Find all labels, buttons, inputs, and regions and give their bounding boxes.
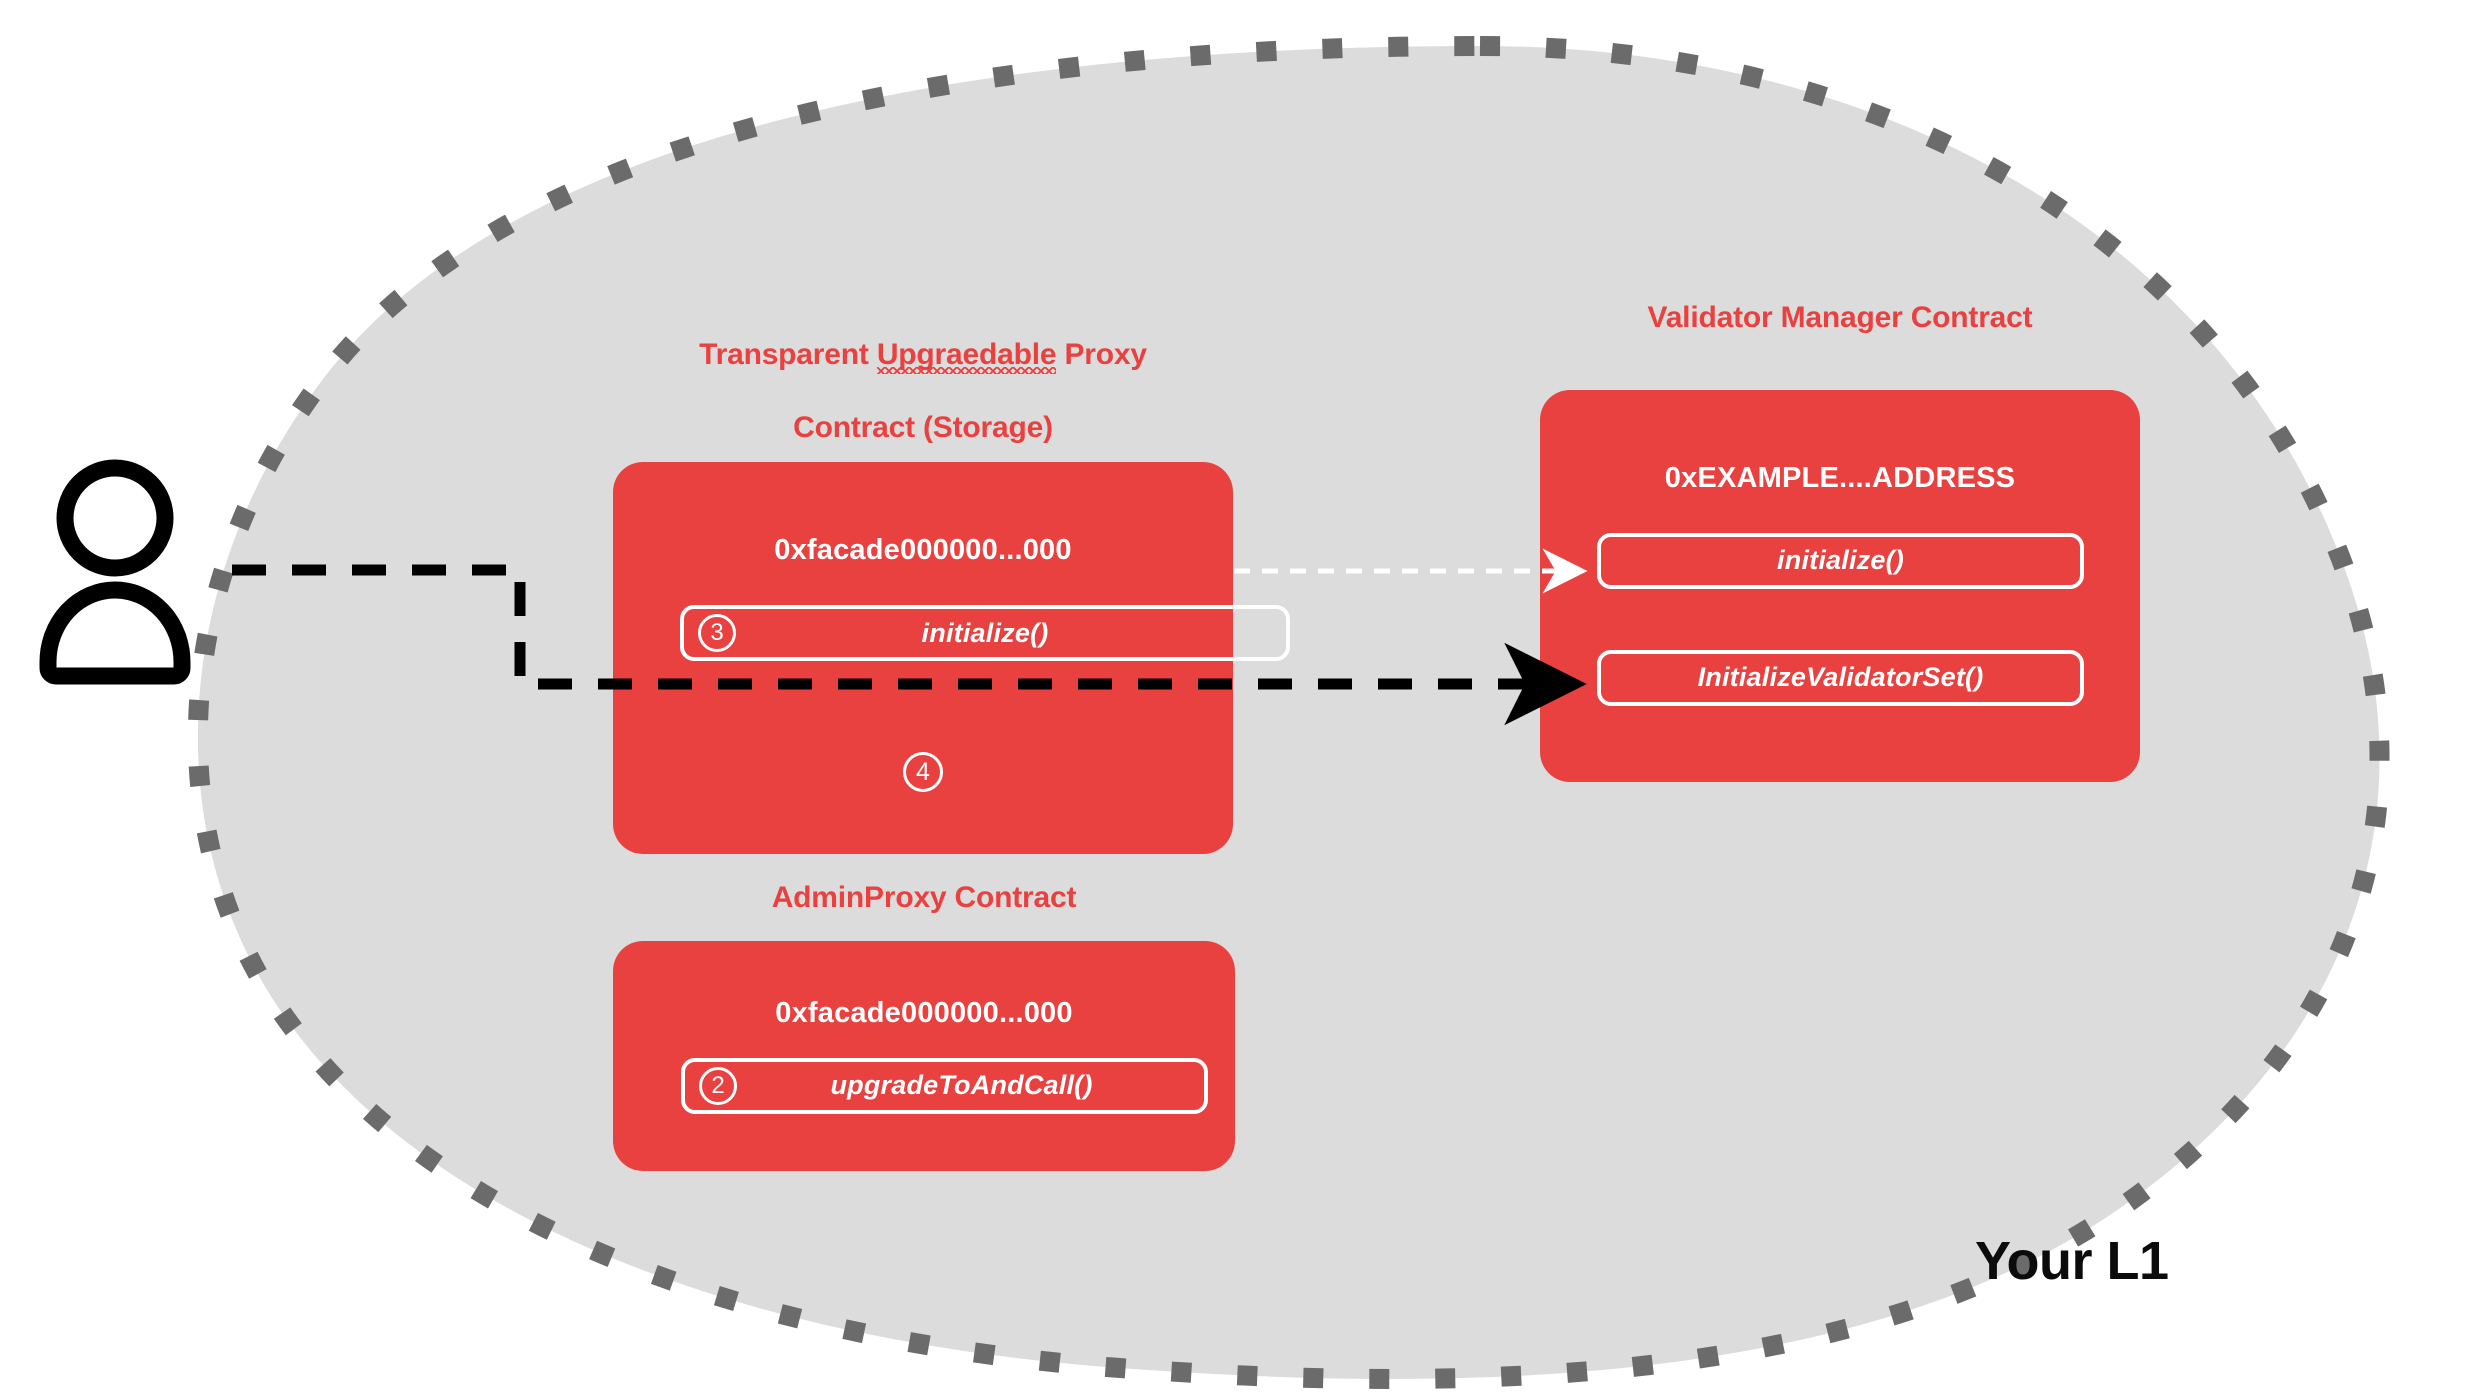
zone-label: Your L1 xyxy=(1975,1231,2169,1291)
function-row-initialize[interactable]: 3 initialize() xyxy=(680,605,1290,662)
contract-admin-proxy: AdminProxy Contract 0xfacade000000...000… xyxy=(613,880,1235,1171)
person-icon xyxy=(39,459,191,685)
contract-transparent-proxy: Transparent Upgraedable Proxy Contract (… xyxy=(613,300,1290,855)
function-label: InitializeValidatorSet() xyxy=(1697,662,1984,693)
function-label: initialize() xyxy=(921,617,1049,648)
card-validator-manager[interactable]: 0xEXAMPLE....ADDRESS initialize() Initia… xyxy=(1540,389,2140,782)
contract-address: 0xEXAMPLE....ADDRESS xyxy=(1664,461,2016,494)
function-row-initialize-validator-set[interactable]: InitializeValidatorSet() xyxy=(1597,649,2084,706)
step-badge-4: 4 xyxy=(903,752,943,793)
contract-title-admin-proxy: AdminProxy Contract xyxy=(771,881,1077,914)
function-label: upgradeToAndCall() xyxy=(830,1070,1093,1101)
step-badge-3: 3 xyxy=(698,614,736,653)
title-part-2: Proxy xyxy=(1056,337,1147,371)
card-transparent-proxy[interactable]: 0xfacade000000...000 3 initialize() 4 xyxy=(613,462,1290,855)
function-row-upgrade-to-and-call[interactable]: 2 upgradeToAndCall() xyxy=(681,1057,1208,1114)
function-row-initialize[interactable]: initialize() xyxy=(1597,532,2084,589)
title-misspelled-word: Upgraedable xyxy=(876,337,1057,374)
contract-title-transparent-proxy: Transparent Upgraedable Proxy Contract (… xyxy=(613,300,1233,446)
contract-validator-manager: Validator Manager Contract 0xEXAMPLE....… xyxy=(1540,300,2140,782)
title-line-2: Contract (Storage) xyxy=(793,410,1053,444)
contract-title-validator-manager: Validator Manager Contract xyxy=(1647,301,2033,334)
function-label: initialize() xyxy=(1777,545,1904,576)
contract-address: 0xfacade000000...000 xyxy=(775,996,1073,1029)
title-part-1: Transparent xyxy=(699,337,877,371)
contract-address: 0xfacade000000...000 xyxy=(774,534,1072,567)
step-badge-2: 2 xyxy=(699,1066,737,1105)
card-admin-proxy[interactable]: 0xfacade000000...000 2 upgradeToAndCall(… xyxy=(613,940,1235,1171)
